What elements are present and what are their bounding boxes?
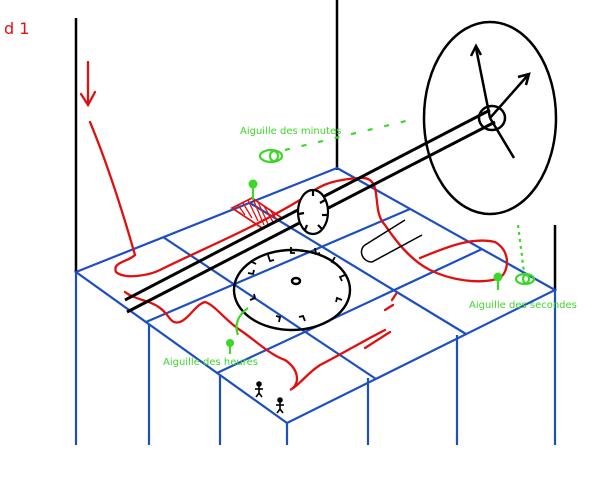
pin-icon <box>248 179 258 189</box>
pin-markers <box>226 179 503 347</box>
background-frame <box>74 0 557 290</box>
label-hour-hand: Aiguille des heures <box>163 357 258 368</box>
pin-icon <box>226 339 234 347</box>
person-figures <box>255 381 284 414</box>
pin-icon <box>493 272 503 282</box>
minute-hand <box>474 47 492 119</box>
annotation-markers <box>228 118 536 354</box>
large-gear <box>232 247 352 332</box>
eye-icon <box>514 272 536 286</box>
label-minute-hand: Aiguille des minutes <box>240 126 341 137</box>
second-hand <box>488 117 516 159</box>
small-gear <box>296 188 330 236</box>
hatched-block <box>230 196 284 230</box>
clock-dial <box>422 20 558 216</box>
eye-icon <box>258 148 284 164</box>
label-second-hand: Aiguille des secondes <box>469 300 577 311</box>
hour-hand <box>489 74 529 119</box>
corner-note: d 1 <box>4 19 29 38</box>
red-path <box>79 60 509 392</box>
lever-sketch <box>360 219 423 263</box>
